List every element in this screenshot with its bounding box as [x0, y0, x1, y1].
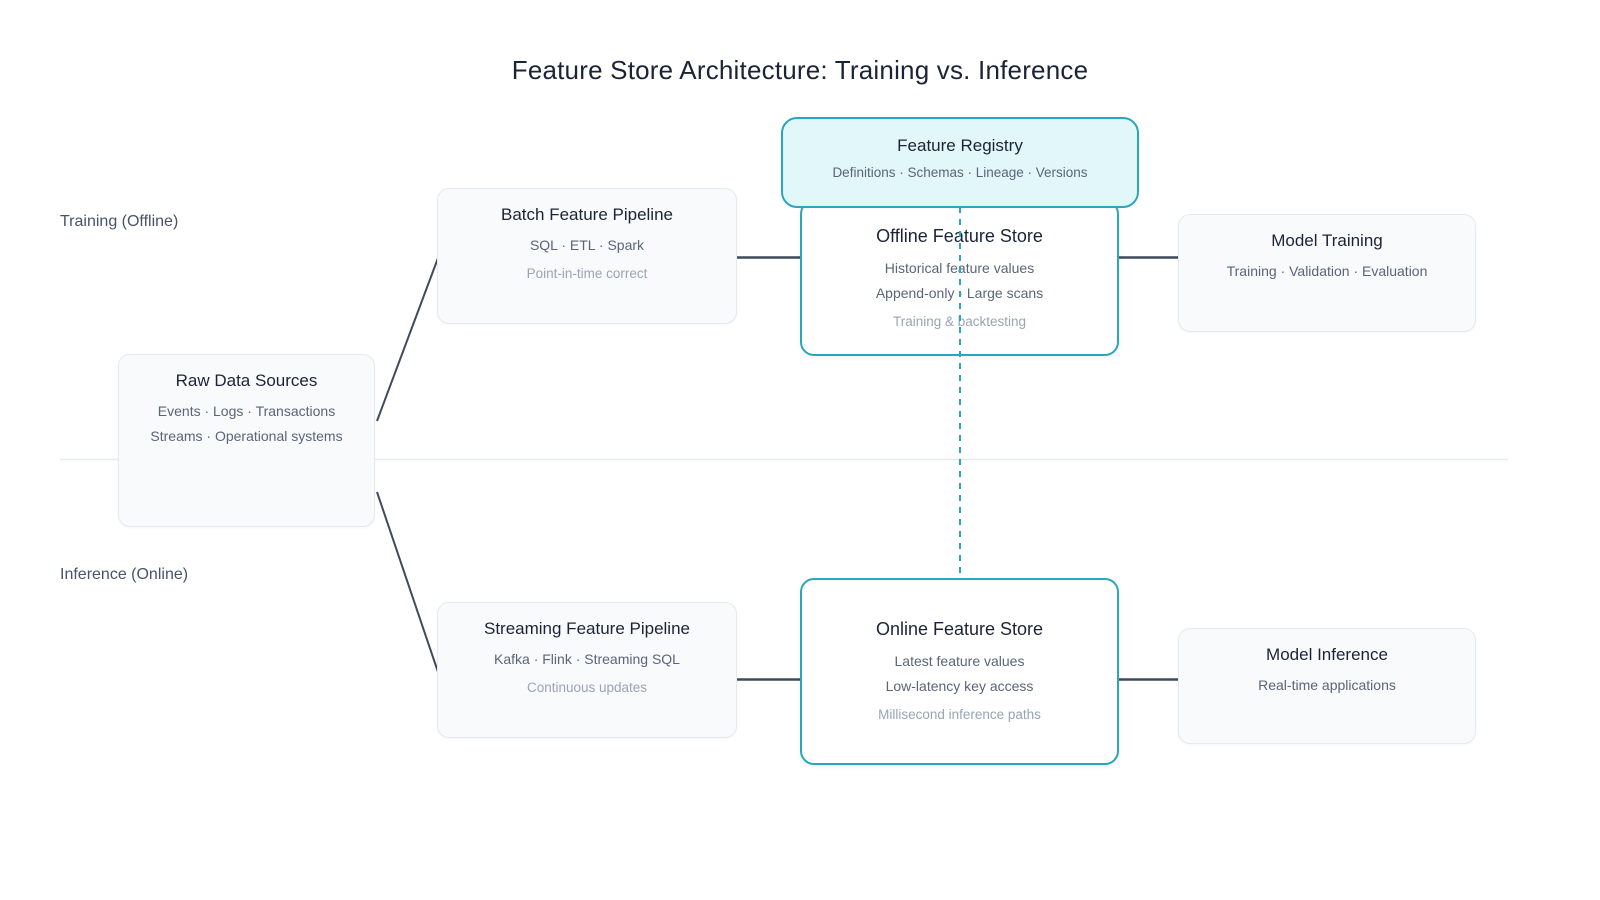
node-title: Model Inference [1266, 645, 1388, 664]
diagram-title: Feature Store Architecture: Training vs.… [511, 55, 1089, 85]
node-subtitle: Real-time applications [1258, 677, 1396, 693]
node-note: Training & backtesting [892, 313, 1027, 329]
node-model-inference: Model Inference Real-time applications [1178, 628, 1476, 744]
node-title: Batch Feature Pipeline [501, 205, 673, 224]
node-title: Model Training [1271, 231, 1383, 250]
node-subtitle: Append-only · Large scans [875, 284, 1044, 301]
node-subtitle: Training · Validation · Evaluation [1226, 263, 1428, 279]
lane-label-inference-online: Inference (Online) [60, 566, 189, 583]
node-note: Point-in-time correct [526, 266, 648, 281]
node-title: Streaming Feature Pipeline [483, 619, 690, 638]
node-subtitle: Definitions · Schemas · Lineage · Versio… [832, 165, 1088, 180]
node-raw-data-sources: Raw Data Sources Events · Logs · Transac… [118, 354, 375, 527]
node-title: Raw Data Sources [175, 371, 318, 390]
node-note: Millisecond inference paths [878, 707, 1041, 722]
raw-to-batch-connector [376, 257, 439, 422]
node-note: Continuous updates [526, 680, 648, 695]
lane-label-training-offline: Training (Offline) [60, 213, 179, 230]
node-subtitle: Latest feature values [894, 653, 1025, 669]
node-subtitle: Historical feature values [884, 259, 1035, 276]
node-title: Online Feature Store [875, 619, 1044, 639]
node-offline-feature-store: Offline Feature Store Historical feature… [800, 200, 1119, 356]
node-subtitle: SQL · ETL · Spark [529, 237, 645, 253]
node-title: Offline Feature Store [876, 225, 1043, 246]
node-subtitle: Events · Logs · Transactions [157, 403, 336, 419]
node-subtitle: Kafka · Flink · Streaming SQL [494, 651, 680, 667]
node-online-feature-store: Online Feature Store Latest feature valu… [800, 578, 1119, 765]
node-subtitle: Low-latency key access [885, 678, 1034, 694]
node-title: Feature Registry [897, 136, 1023, 155]
raw-to-streaming-connector [376, 491, 439, 673]
node-batch-feature-pipeline: Batch Feature Pipeline SQL · ETL · Spark… [437, 188, 737, 324]
node-model-training: Model Training Training · Validation · E… [1178, 214, 1476, 332]
node-feature-registry: Feature Registry Definitions · Schemas ·… [781, 117, 1139, 208]
node-subtitle: Streams · Operational systems [150, 428, 343, 444]
node-streaming-feature-pipeline: Streaming Feature Pipeline Kafka · Flink… [437, 602, 737, 738]
